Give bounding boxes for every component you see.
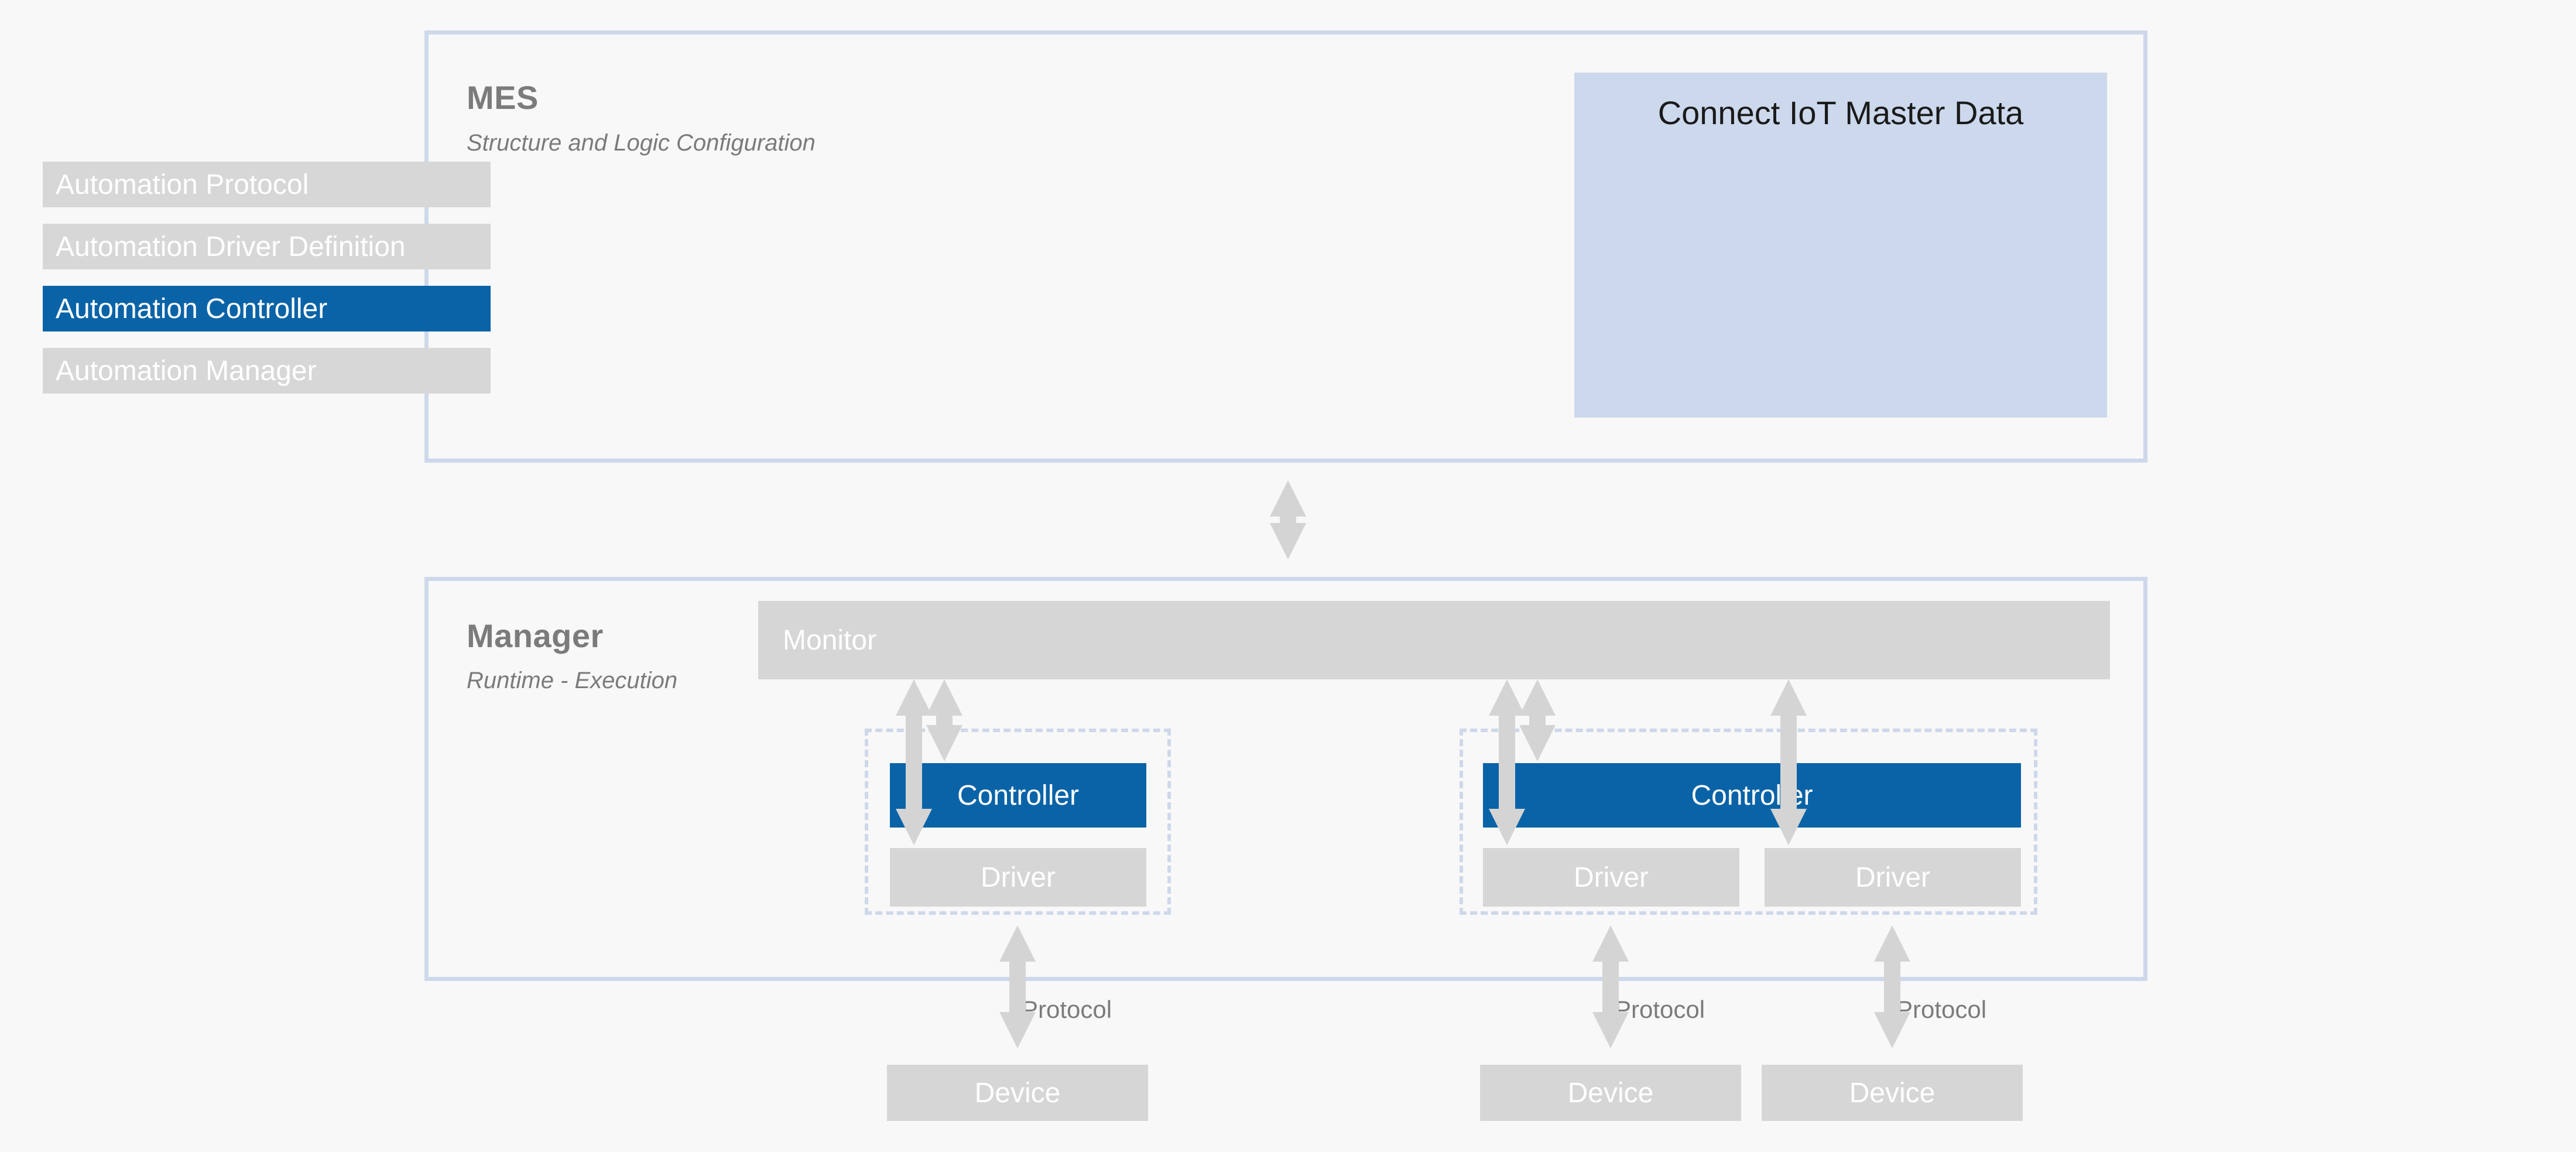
mes-title: MES [467, 79, 539, 116]
controller-label: Controller [1691, 780, 1813, 811]
master-data-item-label: Automation Manager [56, 355, 317, 387]
driver-label: Driver [1855, 862, 1930, 893]
monitor-bar[interactable]: Monitor [758, 601, 2110, 679]
master-data-item-label: Automation Protocol [56, 169, 309, 200]
connect-iot-master-data-card: Connect IoT Master Data [1574, 73, 2107, 418]
device-box-3[interactable]: Device [1762, 1065, 2023, 1121]
protocol-label-3: Protocol [1896, 996, 1987, 1023]
controller-label: Controller [957, 780, 1080, 811]
driver-box-left-1[interactable]: Driver [890, 848, 1146, 907]
mes-subtitle: Structure and Logic Configuration [467, 130, 816, 156]
protocol-label-1: Protocol [1022, 996, 1112, 1023]
manager-subtitle: Runtime - Execution [467, 668, 678, 693]
right-runtime-group-box [1460, 729, 2037, 915]
device-label: Device [1567, 1077, 1654, 1109]
controller-box-right[interactable]: Controller [1483, 763, 2021, 828]
left-runtime-group-box [865, 729, 1171, 915]
master-data-item-label: Automation Driver Definition [56, 231, 406, 262]
device-box-1[interactable]: Device [887, 1065, 1148, 1121]
driver-label: Driver [981, 862, 1056, 893]
master-data-item-automation-driver-definition[interactable]: Automation Driver Definition [43, 224, 491, 269]
manager-title: Manager [467, 617, 604, 654]
driver-label: Driver [1574, 862, 1649, 893]
master-data-item-label: Automation Controller [56, 293, 328, 324]
driver-box-right-2[interactable]: Driver [1765, 848, 2021, 907]
mes-manager-bidirectional-arrow [1270, 480, 1306, 559]
monitor-label: Monitor [783, 624, 877, 656]
master-data-title: Connect IoT Master Data [1657, 94, 2024, 131]
master-data-item-automation-manager[interactable]: Automation Manager [43, 348, 491, 394]
device-box-2[interactable]: Device [1480, 1065, 1741, 1121]
device-label: Device [1849, 1077, 1936, 1109]
controller-box-left[interactable]: Controller [890, 763, 1146, 828]
protocol-label-2: Protocol [1615, 996, 1705, 1023]
master-data-item-automation-protocol[interactable]: Automation Protocol [43, 162, 491, 207]
driver-box-right-1[interactable]: Driver [1483, 848, 1739, 907]
device-label: Device [974, 1077, 1061, 1109]
master-data-item-automation-controller[interactable]: Automation Controller [43, 286, 491, 331]
